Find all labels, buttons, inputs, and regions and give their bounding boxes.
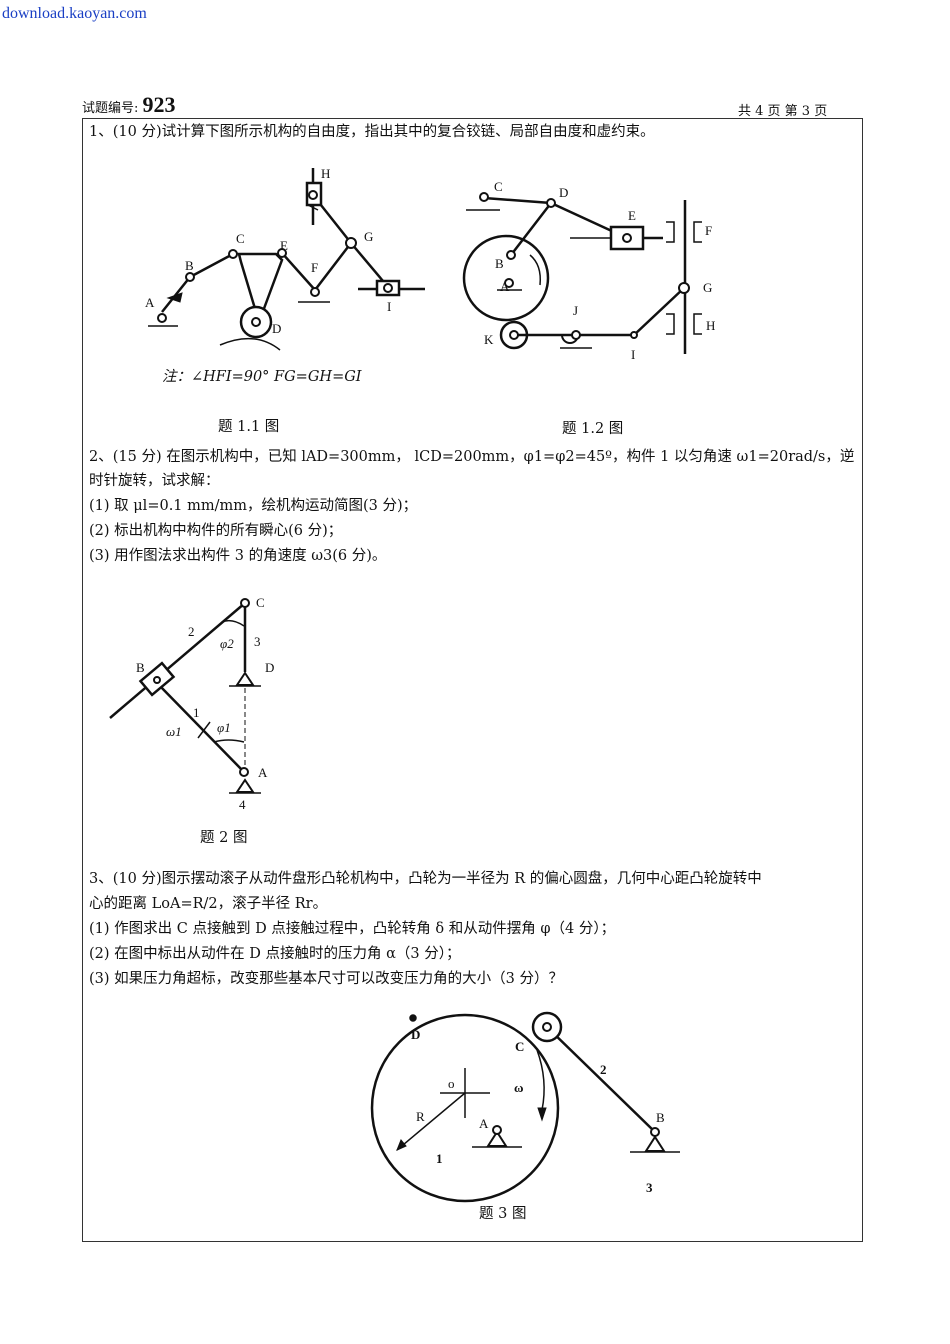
figure-q3: D C o ω 2 R A B 1 3	[370, 1011, 680, 1203]
fig2-label-F: F	[705, 223, 712, 238]
fig2-label-J: J	[573, 303, 578, 318]
exam-code: 试题编号: 923	[82, 92, 176, 118]
page-count: 共 4 页 第 3 页	[738, 104, 828, 119]
q2-item1: (1) 取 μl=0.1 mm/mm，绘机构运动简图(3 分)；	[89, 498, 418, 514]
q1-text: 1、(10 分)试计算下图所示机构的自由度，指出其中的复合铰链、局部自由度和虚约…	[89, 124, 655, 140]
fig2-label-A: A	[500, 279, 510, 294]
q3-item2: (2) 在图中标出从动件在 D 点接触时的压力角 α（3 分）；	[89, 946, 461, 962]
q2-label-C: C	[256, 595, 265, 610]
q2-line1: 2、(15 分) 在图示机构中，已知 lAD=300mm， lCD=200mm，…	[89, 449, 855, 465]
q3-label-o: o	[448, 1076, 455, 1091]
figure-q2: C 2 φ2 3 B D 1 ω1 φ1 A 4	[109, 595, 274, 812]
q3-label-A: A	[479, 1116, 489, 1131]
q3-item1: (1) 作图求出 C 点接触到 D 点接触过程中，凸轮转角 δ 和从动件摆角 φ…	[89, 921, 616, 937]
q2-label-D: D	[265, 660, 274, 675]
q2-label-omega1: ω1	[166, 724, 182, 739]
exam-code-value: 923	[142, 92, 176, 117]
q2-line2: 时针旋转，试求解：	[89, 473, 220, 489]
q3-label-R: R	[416, 1109, 425, 1124]
q2-item2: (2) 标出机构中构件的所有瞬心(6 分)；	[89, 523, 343, 539]
fig1-label-A: A	[145, 295, 155, 310]
q3-label-C: C	[515, 1039, 524, 1054]
fig2-label-K: K	[484, 332, 494, 347]
q3-label-omega: ω	[514, 1080, 524, 1095]
fig-q2-caption: 题 2 图	[200, 830, 248, 846]
fig1-label-C: C	[236, 231, 245, 246]
fig1-caption: 题 1.1 图	[218, 419, 280, 435]
q2-label-phi1: φ1	[217, 720, 231, 735]
fig1-label-H: H	[321, 166, 330, 181]
exam-code-label: 试题编号:	[82, 101, 139, 116]
fig1-label-E: E	[280, 238, 288, 253]
fig1-label-D: D	[272, 321, 281, 336]
q3-label-D: D	[411, 1027, 420, 1042]
fig1-label-G: G	[364, 229, 373, 244]
q3-line2: 心的距离 LoA=R/2，滚子半径 Rr。	[89, 896, 328, 912]
q2-label-4: 4	[239, 797, 246, 812]
q2-label-B: B	[136, 660, 145, 675]
fig2-caption: 题 1.2 图	[562, 421, 624, 437]
fig2-label-G: G	[703, 280, 712, 295]
fig1-note: 注：∠HFI=90° FG=GH=GI	[162, 369, 362, 385]
q3-label-2: 2	[600, 1062, 607, 1077]
fig2-label-C: C	[494, 179, 503, 194]
fig2-label-E: E	[628, 208, 636, 223]
q2-label-2: 2	[188, 624, 195, 639]
q2-item3: (3) 用作图法求出构件 3 的角速度 ω3(6 分)。	[89, 548, 387, 564]
fig-q3-caption: 题 3 图	[479, 1206, 527, 1222]
fig2-label-H: H	[706, 318, 715, 333]
figure-1-2: C D E F B A G J H K I	[462, 179, 715, 362]
q3-item3: (3) 如果压力角超标，改变那些基本尺寸可以改变压力角的大小（3 分）？	[89, 971, 563, 987]
fig1-label-B: B	[185, 258, 194, 273]
q2-label-A: A	[258, 765, 268, 780]
q2-label-3: 3	[254, 634, 261, 649]
fig2-label-D: D	[559, 185, 568, 200]
q3-label-1: 1	[436, 1151, 443, 1166]
fig1-label-F: F	[311, 260, 318, 275]
source-watermark: download.kaoyan.com	[2, 5, 147, 22]
q3-line1: 3、(10 分)图示摆动滚子从动件盘形凸轮机构中，凸轮为一半径为 R 的偏心圆盘…	[89, 871, 762, 887]
q3-label-3: 3	[646, 1180, 653, 1195]
q3-label-B: B	[656, 1110, 665, 1125]
q2-label-1: 1	[193, 705, 200, 720]
fig2-label-B: B	[495, 256, 504, 271]
figure-1-1: A B C E F G H I D	[145, 166, 425, 351]
fig1-label-I: I	[387, 299, 391, 314]
q2-label-phi2: φ2	[220, 636, 234, 651]
content-frame	[82, 118, 863, 1242]
fig2-label-I: I	[631, 347, 635, 362]
